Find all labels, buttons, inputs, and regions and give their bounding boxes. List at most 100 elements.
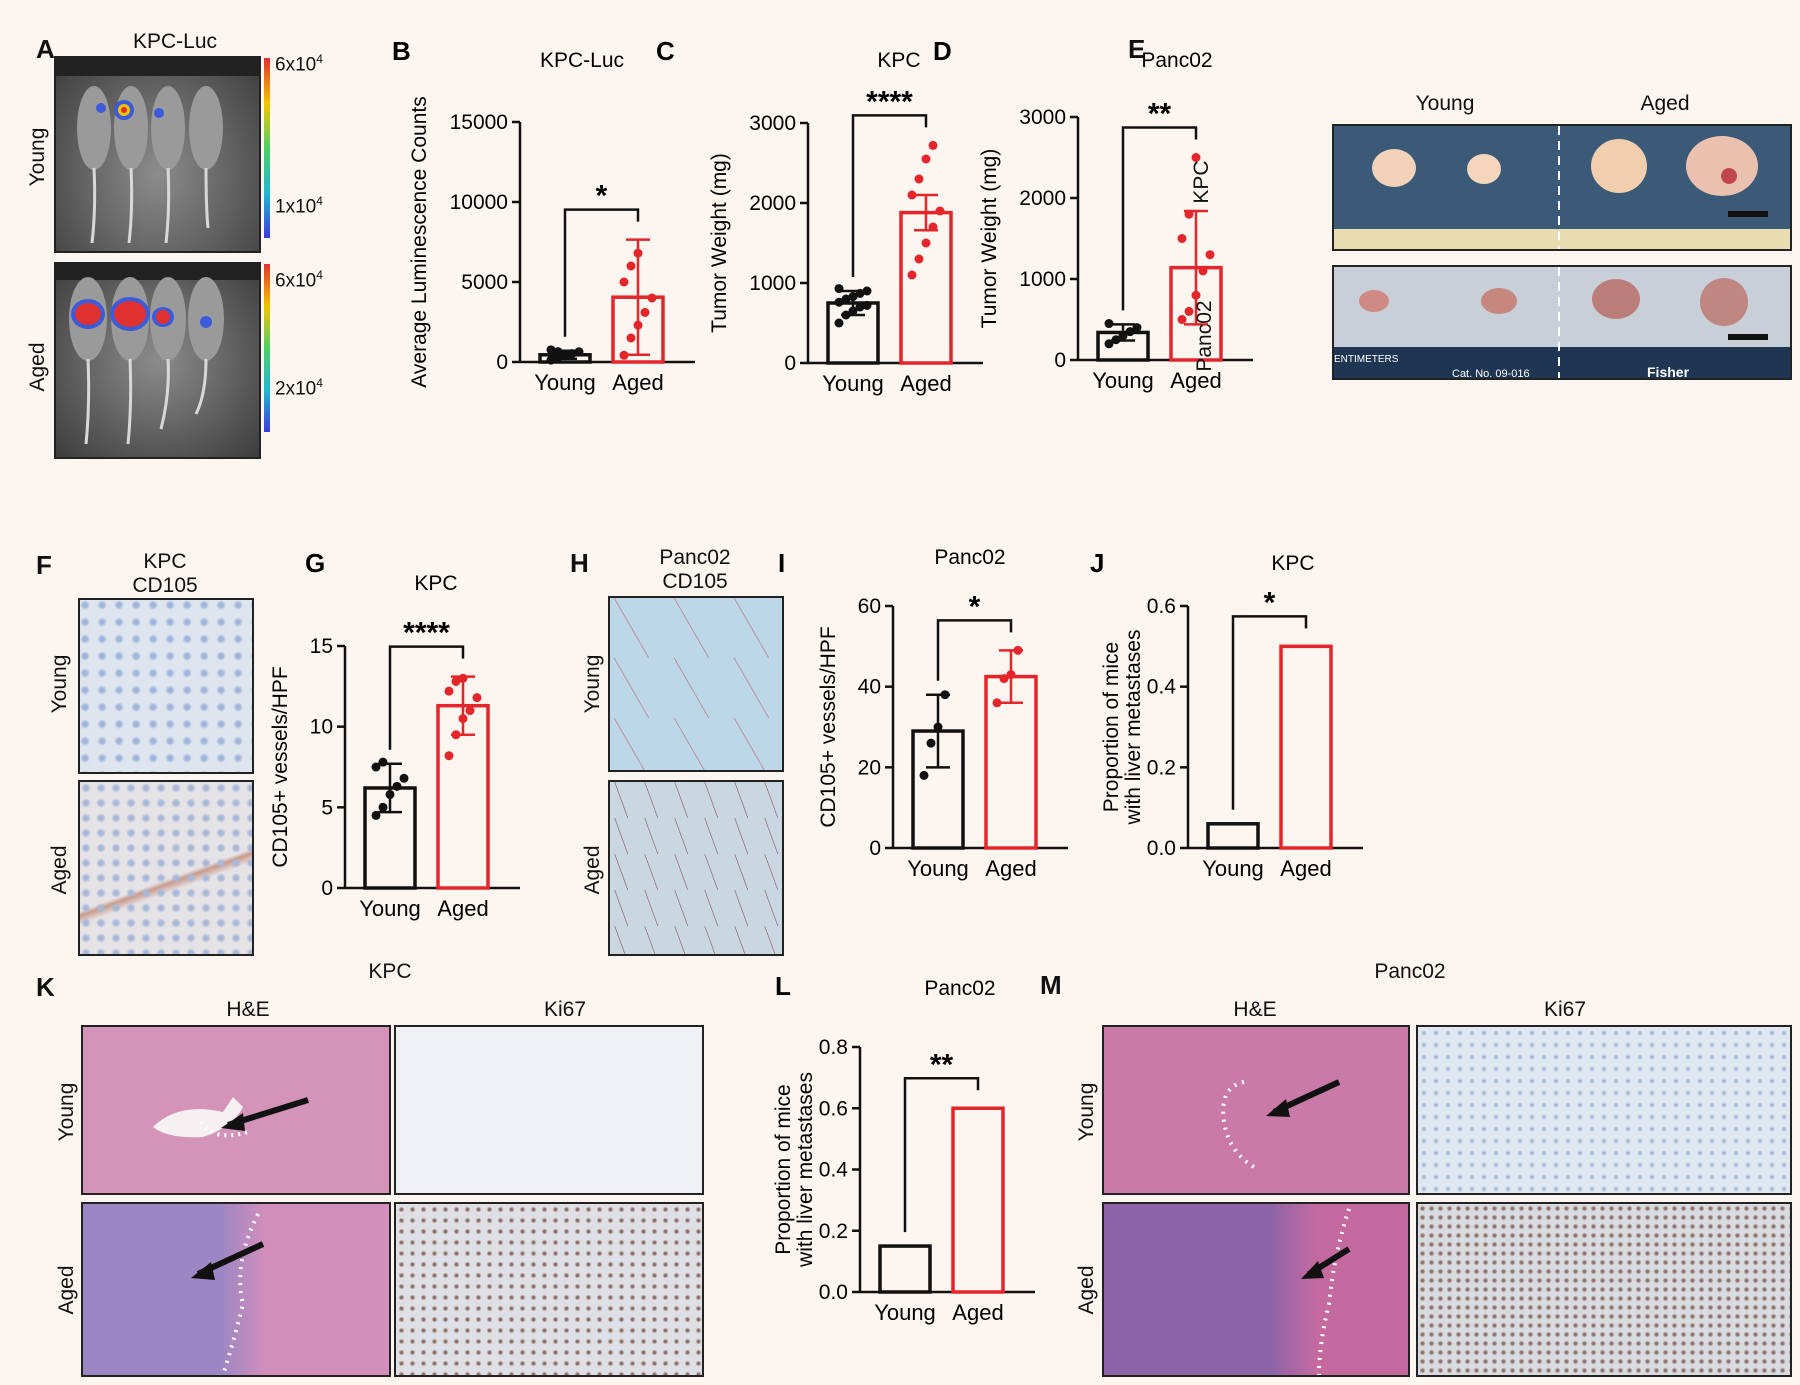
panel-e-row-kpc: KPC [1190, 160, 1213, 204]
y-tick-label: 0.0 [819, 1281, 848, 1304]
y-tick-label: 10 [310, 716, 333, 739]
chart-title: KPC [1271, 552, 1314, 575]
x-tick-label: Young [359, 896, 421, 921]
data-point-aged [451, 730, 461, 740]
histology-panc02-ki67-aged [1416, 1202, 1792, 1377]
y-tick-label: 0.6 [1147, 595, 1176, 618]
data-point-young [848, 292, 858, 302]
panel-e-row-panc02: Panc02 [1193, 300, 1216, 372]
data-point-young [1104, 339, 1114, 349]
panel-label-a: A [36, 34, 55, 64]
data-point-young [553, 353, 563, 363]
data-point-aged [472, 693, 482, 703]
y-tick-label: 5 [321, 796, 333, 819]
data-point-young [1111, 335, 1121, 345]
panel-label-c: C [656, 36, 675, 66]
scale-bottom-min: 2x104 [275, 376, 323, 400]
significance-stars: **** [403, 617, 450, 650]
histology-panc02-he-aged [1102, 1202, 1410, 1377]
bar-young [1206, 822, 1260, 850]
ihc-image-kpc-young [78, 598, 254, 774]
data-point-young [1132, 323, 1142, 333]
x-tick-label: Aged [952, 1300, 1003, 1325]
bar-young [538, 353, 592, 364]
data-point-aged [928, 222, 938, 232]
panel-k-row-aged: Aged [55, 1265, 78, 1315]
panel-h-row-aged: Aged [581, 845, 604, 895]
significance-bracket [1231, 615, 1308, 810]
significance-bracket [903, 1077, 980, 1233]
x-tick-label: Aged [900, 371, 951, 396]
data-point-young [574, 347, 584, 357]
bar-young [911, 729, 965, 850]
panel-label-b: B [392, 36, 411, 66]
data-point-aged [626, 333, 636, 343]
data-point-young [834, 318, 844, 328]
x-tick-label: Young [874, 1300, 936, 1325]
y-tick-label: 5000 [461, 271, 508, 294]
y-tick-label: 0 [869, 837, 881, 860]
significance-stars: * [969, 590, 981, 623]
mice-young-svg [56, 58, 259, 244]
panel-m-col-he: H&E [1233, 998, 1277, 1021]
panel-m-row-young: Young [1075, 1082, 1098, 1142]
data-point-aged [458, 673, 468, 683]
bar-young [826, 301, 880, 365]
data-point-young [371, 762, 381, 772]
data-point-aged [451, 676, 461, 686]
significance-bracket [388, 645, 465, 750]
color-scale-bar-top [264, 58, 270, 238]
data-point-aged [1198, 266, 1208, 276]
y-tick-label: 60 [858, 595, 881, 618]
data-point-aged [640, 307, 650, 317]
y-tick-label: 15000 [450, 111, 508, 134]
ihc-image-panc02-aged [608, 780, 784, 956]
y-tick-label: 0 [784, 352, 796, 375]
y-tick-label: 20 [858, 756, 881, 779]
data-point-aged [647, 293, 657, 303]
y-tick-label: 0.6 [819, 1097, 848, 1120]
panel-h-title-2: CD105 [662, 570, 728, 593]
data-point-young [1118, 331, 1128, 341]
data-point-aged [928, 140, 938, 150]
panel-label-h: H [570, 548, 589, 578]
scale-top-max: 6x104 [275, 52, 323, 76]
panel-m-title: Panc02 [1374, 960, 1446, 983]
ruler-text-right: Fisher [1647, 364, 1690, 380]
y-tick-label: 0.8 [819, 1036, 848, 1059]
data-point-aged [458, 714, 468, 724]
y-tick-label: 10000 [450, 191, 508, 214]
significance-stars: ** [930, 1048, 954, 1081]
data-point-young [567, 349, 577, 359]
panel-f-title-1: KPC [143, 550, 187, 573]
panel-k-col-he: H&E [226, 998, 270, 1021]
tumor-photo-kpc [1332, 124, 1792, 251]
data-point-young [926, 738, 936, 748]
tumor-photo-panc02-svg [1334, 267, 1790, 378]
x-tick-label: Young [907, 856, 969, 881]
bioluminescence-image-aged [54, 262, 261, 459]
panel-h-title-1: Panc02 [659, 546, 731, 569]
bioluminescence-image-young [54, 56, 261, 253]
bar-aged [1279, 644, 1333, 850]
data-point-young [834, 297, 844, 307]
data-point-young [1125, 327, 1135, 337]
data-point-young [862, 286, 872, 296]
histology-kpc-he-young [81, 1025, 391, 1195]
panel-label-e: E [1128, 34, 1146, 64]
scale-bottom-max: 6x104 [275, 268, 323, 292]
tumor-photo-kpc-svg [1334, 126, 1790, 249]
panel-label-f: F [36, 550, 52, 580]
histology-kpc-ki67-aged [394, 1202, 704, 1377]
y-tick-label: 0.4 [1147, 676, 1177, 699]
y-tick-label: 1000 [749, 272, 796, 295]
panel-k-title: KPC [368, 960, 412, 983]
y-axis-label: Tumor Weight (mg) [978, 149, 1001, 329]
panel-label-l: L [775, 971, 791, 1001]
data-point-aged [1205, 250, 1215, 260]
x-tick-label: Young [822, 371, 884, 396]
panel-e-col-young: Young [1415, 92, 1475, 115]
x-tick-label: Aged [985, 856, 1036, 881]
x-tick-label: Young [1202, 856, 1264, 881]
